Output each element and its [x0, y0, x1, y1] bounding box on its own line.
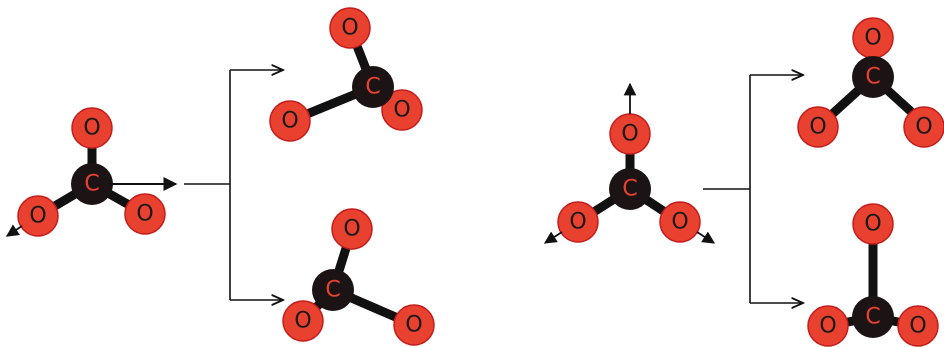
- right-panel: O O O C: [543, 17, 944, 347]
- carbon-label: C: [622, 177, 637, 202]
- motion-arrow: [543, 231, 563, 244]
- oxygen-label: O: [909, 314, 926, 339]
- carbon-atom: C: [312, 269, 354, 311]
- oxygen-atom: O: [71, 107, 113, 149]
- oxygen-label: O: [281, 109, 298, 134]
- oxygen-label: O: [405, 313, 422, 338]
- oxygen-label: O: [864, 26, 881, 51]
- oxygen-atom: O: [331, 208, 373, 250]
- oxygen-atom: O: [124, 193, 166, 235]
- oxygen-atom: O: [269, 100, 311, 142]
- oxygen-atom: O: [797, 106, 839, 148]
- carbon-label: C: [365, 75, 380, 100]
- oxygen-atom: O: [381, 89, 423, 131]
- left-source-molecule: O O O C: [5, 107, 178, 237]
- motion-arrow: [696, 231, 716, 244]
- oxygen-label: O: [864, 212, 881, 237]
- right-result-molecule-top: O O O C: [797, 17, 944, 148]
- carbon-label: C: [84, 172, 99, 197]
- carbon-atom: C: [852, 56, 894, 98]
- oxygen-atom: O: [17, 195, 59, 237]
- motion-arrow: [5, 224, 23, 237]
- oxygen-atom: O: [897, 305, 939, 347]
- oxygen-label: O: [83, 116, 100, 141]
- right-result-molecule-bottom: O O O C: [807, 203, 939, 347]
- oxygen-label: O: [915, 115, 932, 140]
- oxygen-label: O: [393, 98, 410, 123]
- oxygen-atom: O: [903, 106, 944, 148]
- oxygen-label: O: [136, 202, 153, 227]
- carbon-atom: C: [352, 66, 394, 108]
- left-result-molecule-bottom: O O O C: [282, 208, 435, 346]
- left-panel: O O O C: [5, 7, 435, 346]
- oxygen-atom: O: [852, 17, 894, 59]
- left-branch-bracket: [184, 70, 283, 300]
- oxygen-atom: O: [557, 201, 599, 243]
- carbon-label: C: [325, 278, 340, 303]
- oxygen-label: O: [671, 210, 688, 235]
- oxygen-label: O: [809, 115, 826, 140]
- carbon-atom: C: [71, 163, 113, 205]
- carbon-label: C: [865, 305, 880, 330]
- carbon-atom: C: [852, 296, 894, 338]
- oxygen-atom: O: [282, 300, 324, 342]
- oxygen-atom: O: [852, 203, 894, 245]
- oxygen-atom: O: [807, 305, 849, 347]
- oxygen-label: O: [819, 314, 836, 339]
- oxygen-label: O: [343, 217, 360, 242]
- right-source-molecule: O O O C: [543, 82, 716, 244]
- oxygen-label: O: [29, 204, 46, 229]
- oxygen-label: O: [569, 210, 586, 235]
- oxygen-atom: O: [659, 201, 701, 243]
- oxygen-label: O: [621, 122, 638, 147]
- right-branch-bracket: [703, 75, 803, 303]
- carbon-atom: C: [609, 168, 651, 210]
- oxygen-atom: O: [609, 113, 651, 155]
- oxygen-label: O: [341, 16, 358, 41]
- carbon-label: C: [865, 65, 880, 90]
- oxygen-label: O: [294, 309, 311, 334]
- oxygen-atom: O: [393, 304, 435, 346]
- left-result-molecule-top: O O O C: [269, 7, 423, 142]
- oxygen-atom: O: [329, 7, 371, 49]
